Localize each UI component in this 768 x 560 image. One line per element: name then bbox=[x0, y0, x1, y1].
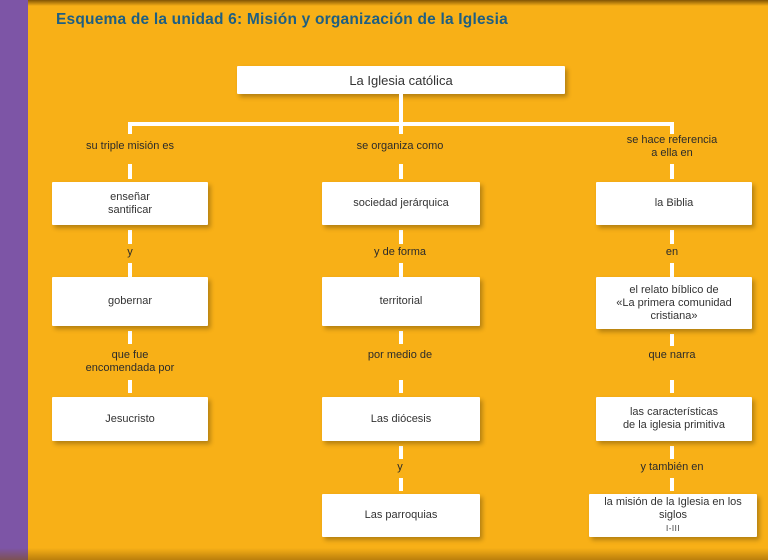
node-label: sociedad jerárquica bbox=[353, 197, 449, 209]
node-label: Jesucristo bbox=[105, 412, 155, 425]
node-label: Las diócesis bbox=[370, 412, 432, 425]
top-edge-shading bbox=[28, 0, 768, 6]
edge-label-se-organiza-como: se organiza como bbox=[300, 140, 500, 153]
page-title: Esquema de la unidad 6: Misión y organiz… bbox=[56, 11, 508, 28]
node-label: enseñar bbox=[110, 190, 150, 203]
node-la-iglesia-catolica: La Iglesia católica bbox=[237, 66, 565, 94]
node-label-roman-numerals: I-III bbox=[665, 524, 681, 533]
connector-segment bbox=[128, 331, 132, 344]
bottom-edge-shading bbox=[0, 548, 768, 560]
edge-label-text: que narra bbox=[648, 349, 696, 361]
connector-segment bbox=[670, 164, 674, 179]
node-label: el relato bíblico de bbox=[629, 283, 719, 296]
connector-segment bbox=[399, 478, 403, 491]
connector-segment bbox=[128, 230, 132, 244]
edge-label-text: y de forma bbox=[374, 246, 426, 258]
node-jesucristo: Jesucristo bbox=[52, 397, 208, 441]
connector-segment bbox=[399, 446, 403, 459]
edge-label-su-triple-mision: su triple misión es bbox=[30, 140, 230, 153]
left-accent-bar bbox=[0, 0, 28, 560]
node-label: gobernar bbox=[107, 295, 153, 307]
edge-label-por-medio-de: por medio de bbox=[300, 349, 500, 362]
edge-label-text: y bbox=[397, 461, 403, 473]
edge-label-y-de-forma: y de forma bbox=[300, 246, 500, 259]
edge-label-text: a ella en bbox=[651, 147, 693, 159]
node-label-word: siglos bbox=[658, 509, 688, 521]
edge-label-text: se hace referencia bbox=[626, 134, 718, 146]
node-label: de la iglesia primitiva bbox=[622, 419, 726, 431]
connector-segment bbox=[399, 263, 403, 277]
connector-segment bbox=[670, 478, 674, 491]
edge-label-text: se organiza como bbox=[356, 140, 444, 152]
connector-branch-bar bbox=[128, 122, 674, 126]
connector-left-stub bbox=[128, 122, 132, 134]
node-label: La Iglesia católica bbox=[349, 72, 453, 88]
node-las-diocesis: Las diócesis bbox=[322, 397, 480, 441]
edge-label-text: que fue bbox=[111, 349, 149, 361]
node-caracteristicas-iglesia-primitiva: las características de la iglesia primit… bbox=[596, 397, 752, 441]
edge-label-text: por medio de bbox=[367, 349, 433, 361]
edge-label-y-2: y bbox=[300, 461, 500, 474]
connector-segment bbox=[670, 263, 674, 277]
edge-label-y: y bbox=[30, 246, 230, 259]
node-label: territorial bbox=[379, 295, 423, 307]
node-territorial: territorial bbox=[322, 277, 480, 326]
node-las-parroquias: Las parroquias bbox=[322, 494, 480, 537]
connector-segment bbox=[399, 331, 403, 344]
node-la-biblia: la Biblia bbox=[596, 182, 752, 225]
connector-segment bbox=[670, 334, 674, 346]
node-label: la Biblia bbox=[654, 197, 694, 209]
node-ensenar-santificar: enseñar santificar bbox=[52, 182, 208, 225]
connector-segment bbox=[670, 446, 674, 459]
connector-segment bbox=[399, 380, 403, 393]
node-label: «La primera comunidad bbox=[616, 296, 732, 309]
edge-label-en: en bbox=[572, 246, 768, 259]
edge-label-que-fue-encomendada: que fue encomendada por bbox=[30, 349, 230, 375]
edge-label-text: su triple misión es bbox=[85, 140, 175, 152]
connector-segment bbox=[128, 263, 132, 277]
node-label: las características bbox=[629, 406, 719, 418]
node-label: Las parroquias bbox=[364, 509, 438, 521]
connector-segment bbox=[128, 164, 132, 179]
node-label: siglos I-III bbox=[659, 509, 687, 535]
connector-segment bbox=[670, 230, 674, 244]
node-sociedad-jerarquica: sociedad jerárquica bbox=[322, 182, 480, 225]
connector-segment bbox=[128, 380, 132, 393]
node-label: la misión de la Iglesia en los bbox=[604, 496, 742, 508]
edge-label-se-hace-referencia: se hace referencia a ella en bbox=[572, 134, 768, 160]
connector-segment bbox=[399, 230, 403, 244]
connector-segment bbox=[399, 164, 403, 179]
node-label: santificar bbox=[107, 203, 153, 216]
connector-root-stem bbox=[399, 93, 403, 134]
edge-label-text: y también en bbox=[640, 461, 704, 473]
connector-right-stub bbox=[670, 122, 674, 134]
connector-segment bbox=[670, 380, 674, 393]
node-gobernar: gobernar bbox=[52, 277, 208, 326]
edge-label-text: en bbox=[665, 246, 679, 258]
edge-label-text: encomendada por bbox=[85, 362, 175, 374]
edge-label-text: y bbox=[127, 246, 133, 258]
node-label: cristiana» bbox=[650, 309, 698, 322]
node-mision-iglesia-siglos: la misión de la Iglesia en los siglos I-… bbox=[589, 494, 757, 537]
node-relato-biblico: el relato bíblico de «La primera comunid… bbox=[596, 277, 752, 329]
edge-label-que-narra: que narra bbox=[572, 349, 768, 362]
edge-label-y-tambien-en: y también en bbox=[572, 461, 768, 474]
